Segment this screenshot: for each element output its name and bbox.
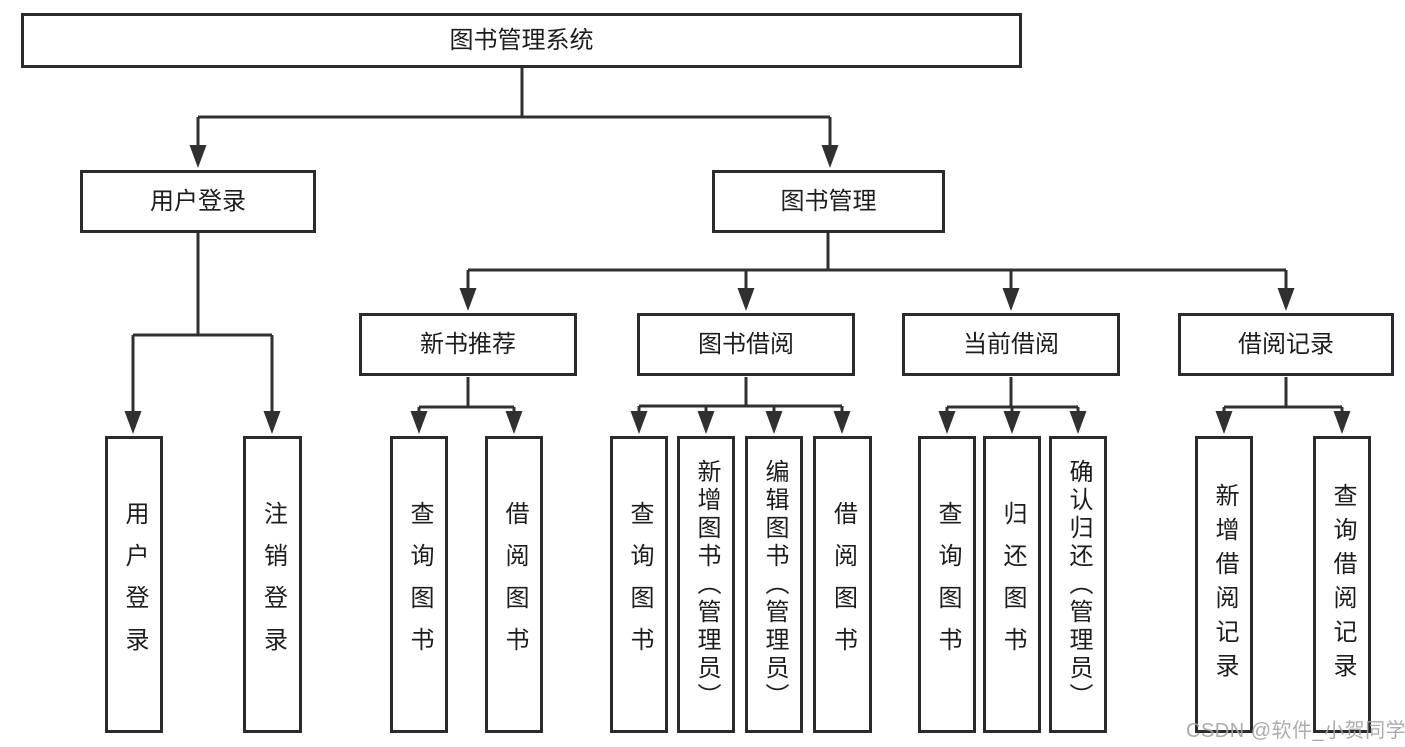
node-label: 借阅记录 <box>1238 330 1334 358</box>
node-label: 用户登录 <box>121 500 148 669</box>
leaf-borrow-book-recommend: 借阅图书 <box>485 436 543 733</box>
leaf-confirm-return-admin: 确认归还（管理员） <box>1049 436 1107 733</box>
leaf-user-login: 用户登录 <box>105 436 163 733</box>
node-label: 借阅图书 <box>829 500 857 669</box>
leaf-query-book-borrow: 查询图书 <box>610 436 668 733</box>
node-book-management: 图书管理 <box>712 170 945 233</box>
leaf-add-book-admin: 新增图书（管理员） <box>677 436 735 733</box>
node-label: 查询图书 <box>934 500 961 669</box>
leaf-logout: 注销登录 <box>243 436 302 733</box>
leaf-return-book: 归还图书 <box>983 436 1041 733</box>
node-label: 新增图书（管理员） <box>693 458 720 711</box>
leaf-borrow-book: 借阅图书 <box>813 436 872 733</box>
node-library-management-system: 图书管理系统 <box>21 13 1022 68</box>
node-label: 查询图书 <box>406 500 433 669</box>
node-label: 当前借阅 <box>963 330 1059 358</box>
node-label: 查询借阅记录 <box>1329 482 1356 687</box>
node-borrow-record: 借阅记录 <box>1178 313 1394 376</box>
node-user-login: 用户登录 <box>80 170 316 233</box>
node-label: 注销登录 <box>259 500 287 669</box>
node-label: 查询图书 <box>626 500 653 669</box>
leaf-query-book-recommend: 查询图书 <box>390 436 448 733</box>
node-label: 确认归还（管理员） <box>1065 458 1092 711</box>
node-label: 编辑图书（管理员） <box>761 458 788 711</box>
leaf-query-book-current: 查询图书 <box>918 436 976 733</box>
node-label: 图书管理 <box>780 187 877 215</box>
leaf-edit-book-admin: 编辑图书（管理员） <box>745 436 803 733</box>
node-current-borrow: 当前借阅 <box>902 313 1120 376</box>
node-label: 图书管理系统 <box>449 26 594 54</box>
node-label: 归还图书 <box>999 500 1026 669</box>
node-label: 借阅图书 <box>501 500 528 669</box>
node-label: 新增借阅记录 <box>1211 482 1238 687</box>
node-label: 新书推荐 <box>420 330 516 358</box>
node-label: 图书借阅 <box>698 330 794 358</box>
node-book-borrow: 图书借阅 <box>637 313 855 376</box>
leaf-add-borrow-record: 新增借阅记录 <box>1195 436 1253 733</box>
csdn-watermark: CSDN @软件_小贺同学 <box>1186 720 1405 742</box>
node-label: 用户登录 <box>150 187 246 215</box>
leaf-query-borrow-record: 查询借阅记录 <box>1313 436 1371 733</box>
node-new-book-recommend: 新书推荐 <box>359 313 577 376</box>
